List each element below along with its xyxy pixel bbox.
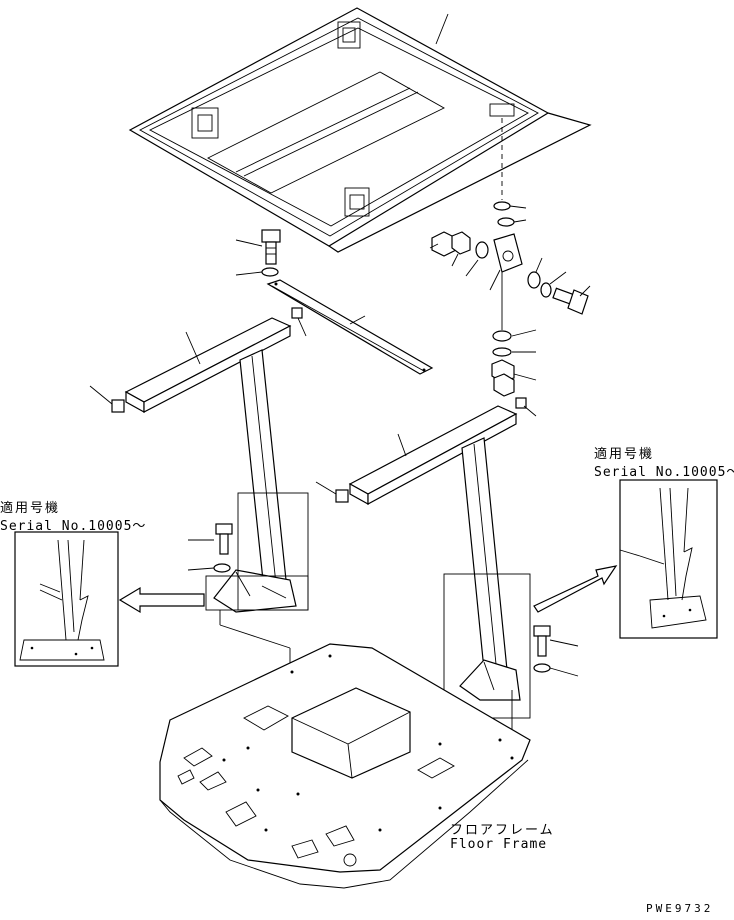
washer-right-bottom	[533, 663, 551, 673]
nut-right-stack	[491, 359, 515, 397]
bolt-left-bottom	[215, 523, 233, 555]
washer-right-4	[527, 271, 541, 289]
washer-right-6	[492, 330, 512, 342]
right-serial-label-jp: 適用号機	[594, 447, 655, 462]
left-serial-label-en: Serial No.10005～	[0, 519, 147, 534]
leader-lines	[39, 13, 641, 677]
left-frame	[111, 307, 303, 613]
drawing-code: PWE9732	[646, 902, 714, 915]
diagonal-brace	[266, 279, 434, 375]
bolt-left-top	[261, 229, 281, 265]
nut-pair	[431, 231, 471, 257]
right-frame	[335, 397, 527, 701]
left-serial-label-jp: 適用号機	[0, 501, 61, 516]
left-base-outline	[205, 575, 309, 611]
washer-left-bottom	[213, 563, 231, 573]
arrow-right	[533, 565, 618, 613]
washer-right-3	[475, 241, 489, 259]
floor-frame-label-jp: フロアフレーム	[450, 823, 555, 838]
left-serial-inset	[14, 531, 119, 667]
washer-right-7	[492, 347, 512, 357]
mounting-bracket	[493, 233, 523, 273]
canopy-roof	[128, 7, 592, 253]
arrow-left	[118, 586, 205, 614]
washer-right-1	[493, 201, 511, 211]
right-serial-inset	[619, 479, 718, 639]
washer-right-2	[497, 217, 515, 227]
washer-right-5	[540, 282, 552, 298]
washer-left-top	[261, 267, 279, 277]
bolt-right-bottom	[533, 625, 551, 657]
right-serial-label-en: Serial No.10005～	[594, 465, 734, 480]
floor-frame	[159, 643, 531, 889]
bolt-right-top	[552, 287, 589, 315]
floor-frame-label-en: Floor Frame	[450, 837, 548, 852]
